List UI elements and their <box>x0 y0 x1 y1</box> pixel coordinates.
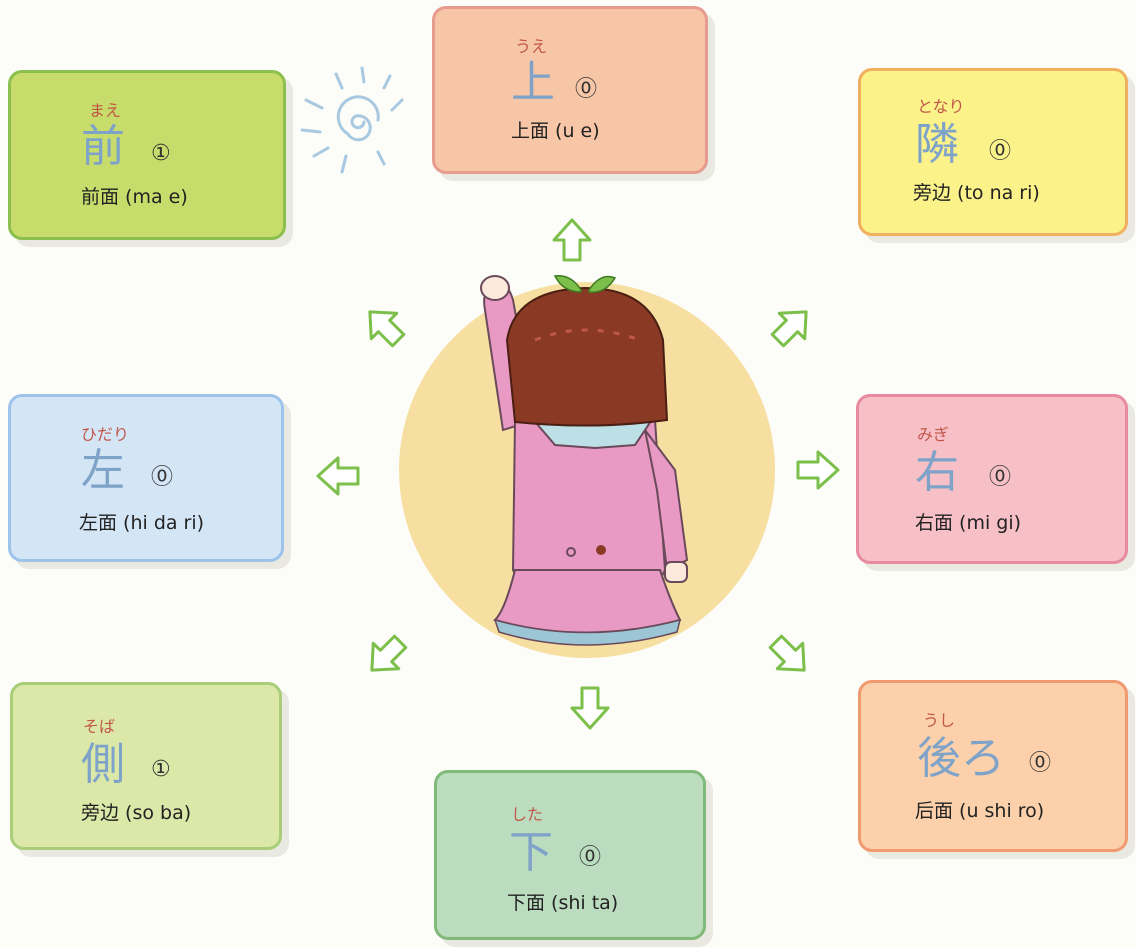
card-mae-meaning: 前面 (ma e) <box>81 186 188 208</box>
card-hidari-furigana: ひだり <box>81 425 130 444</box>
arrow-up-right-icon <box>758 292 826 360</box>
card-hidari: ひだり 左 ⓪ 左面 (hi da ri) <box>8 394 284 562</box>
card-soba-tone: ① <box>151 757 171 782</box>
arrow-right-icon <box>794 446 842 494</box>
card-soba-meaning: 旁边 (so ba) <box>81 802 192 824</box>
card-tonari: となり 隣 ⓪ 旁边 (to na ri) <box>858 68 1128 236</box>
card-tonari-kanji: 隣 <box>915 119 959 170</box>
card-migi-tone: ⓪ <box>989 465 1012 490</box>
sun-icon <box>292 60 422 180</box>
arrow-left-icon <box>314 452 362 500</box>
card-migi: みぎ 右 ⓪ 右面 (mi gi) <box>856 394 1128 564</box>
card-ushiro-kanji: 後ろ <box>917 733 1005 784</box>
card-tonari-furigana: となり <box>917 97 965 116</box>
card-tonari-tone: ⓪ <box>989 139 1012 164</box>
card-ue-tone: ⓪ <box>575 77 598 102</box>
girl-illustration <box>395 270 775 670</box>
card-mae-furigana: まえ <box>89 101 122 120</box>
card-soba-kanji: 側 <box>81 739 125 790</box>
card-migi-kanji: 右 <box>915 447 959 498</box>
card-ue-kanji: 上 <box>511 57 555 108</box>
arrow-down-right-icon <box>756 622 824 690</box>
card-hidari-tone: ⓪ <box>151 465 174 490</box>
card-ushiro-meaning: 后面 (u shi ro) <box>915 800 1045 822</box>
card-shita-furigana: した <box>511 805 544 824</box>
card-tonari-meaning: 旁边 (to na ri) <box>913 182 1040 204</box>
card-hidari-meaning: 左面 (hi da ri) <box>79 512 205 534</box>
arrow-down-icon <box>566 684 614 732</box>
arrow-up-left-icon <box>350 292 418 360</box>
card-shita-kanji: 下 <box>509 827 553 878</box>
card-migi-meaning: 右面 (mi gi) <box>915 512 1022 534</box>
card-soba-furigana: そば <box>83 717 116 736</box>
card-ushiro-tone: ⓪ <box>1029 751 1052 776</box>
arrow-up-icon <box>548 216 596 264</box>
arrow-down-left-icon <box>352 622 420 690</box>
card-ue-furigana: うえ <box>515 37 548 56</box>
card-mae-tone: ① <box>151 141 171 166</box>
card-soba: そば 側 ① 旁边 (so ba) <box>10 682 282 850</box>
card-shita-meaning: 下面 (shi ta) <box>507 892 619 914</box>
card-migi-furigana: みぎ <box>917 425 950 444</box>
card-hidari-kanji: 左 <box>81 445 125 496</box>
card-mae-kanji: 前 <box>81 121 125 172</box>
card-ue-meaning: 上面 (u e) <box>511 120 600 142</box>
card-ue: うえ 上 ⓪ 上面 (u e) <box>432 6 708 174</box>
card-mae: まえ 前 ① 前面 (ma e) <box>8 70 286 240</box>
card-ushiro: うし 後ろ ⓪ 后面 (u shi ro) <box>858 680 1128 852</box>
card-ushiro-furigana: うし <box>923 711 956 730</box>
card-shita-tone: ⓪ <box>579 845 602 870</box>
card-shita: した 下 ⓪ 下面 (shi ta) <box>434 770 706 940</box>
